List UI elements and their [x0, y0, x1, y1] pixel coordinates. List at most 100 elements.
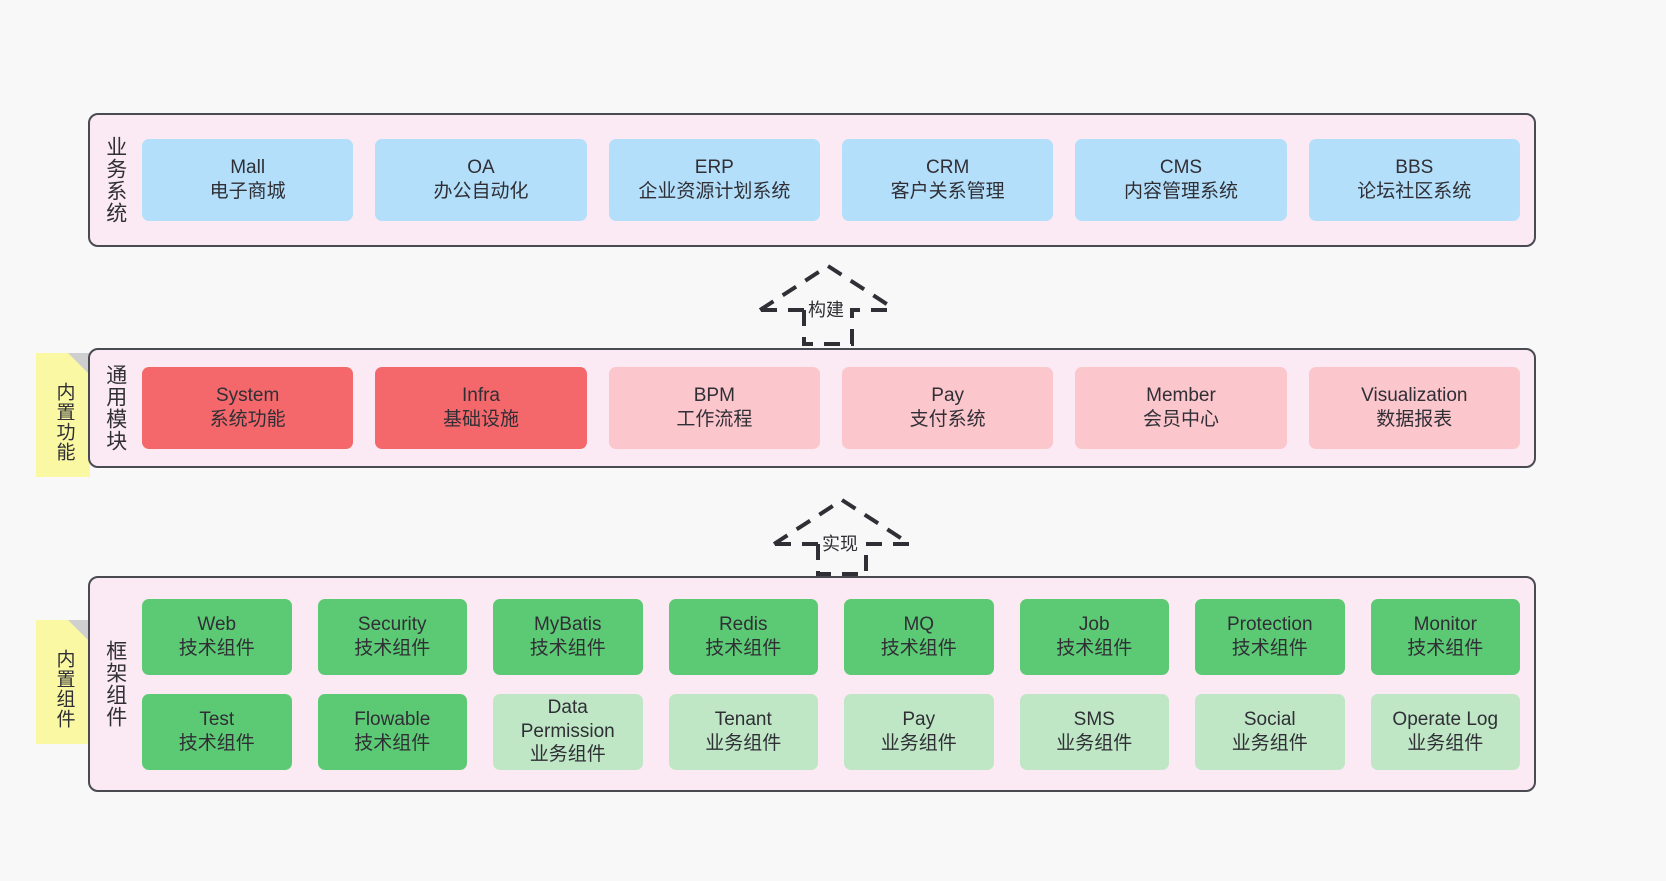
cell: Visualization 数据报表	[1308, 367, 1520, 449]
cell: CRM 客户关系管理	[841, 139, 1054, 221]
panel-label-common-modules: 通用模块	[103, 364, 127, 452]
box-crm[interactable]: CRM 客户关系管理	[841, 139, 1054, 221]
box-title-en: System	[215, 385, 280, 407]
box-title-cn: 业务组件	[529, 744, 606, 766]
box-title-en: Job	[1078, 613, 1110, 635]
cell: Operate Log 业务组件	[1370, 693, 1520, 770]
box-title-en: Data Permission	[520, 697, 615, 742]
box-title-cn: 基础设施	[442, 409, 519, 430]
box-test[interactable]: Test 技术组件	[142, 693, 292, 770]
box-bbs[interactable]: BBS 论坛社区系统	[1308, 139, 1520, 221]
box-title-cn: 业务组件	[1056, 732, 1133, 754]
box-member[interactable]: Member 会员中心	[1075, 367, 1287, 449]
box-title-cn: 技术组件	[1407, 637, 1484, 659]
box-title-en: BPM	[693, 385, 735, 407]
cell: MyBatis 技术组件	[493, 598, 643, 675]
note-builtin-function: 内置功能	[36, 353, 90, 477]
cell: BPM 工作流程	[608, 367, 820, 449]
box-title-cn: 技术组件	[354, 637, 431, 659]
connector-label-build: 构建	[808, 300, 844, 320]
box-mall[interactable]: Mall 电子商城	[142, 139, 354, 221]
box-title-cn: 业务组件	[880, 732, 957, 754]
box-mybatis[interactable]: MyBatis 技术组件	[493, 598, 643, 675]
box-redis[interactable]: Redis 技术组件	[668, 598, 818, 675]
box-title-en: Tenant	[714, 708, 772, 730]
panel-body-common-modules: System 系统功能 Infra 基础设施 BPM 工作流程	[140, 350, 1534, 466]
box-mq[interactable]: MQ 技术组件	[844, 598, 994, 675]
box-title-en: Visualization	[1361, 385, 1468, 407]
cell: ERP 企业资源计划系统	[608, 139, 820, 221]
box-title-cn: 数据报表	[1376, 409, 1453, 430]
connector-implement-arrow: 实现	[766, 492, 926, 576]
modules-row: System 系统功能 Infra 基础设施 BPM 工作流程	[142, 367, 1520, 449]
box-monitor[interactable]: Monitor 技术组件	[1370, 598, 1520, 675]
arrow-stem	[816, 542, 910, 576]
cell: Test 技术组件	[142, 693, 292, 770]
box-title-cn: 内容管理系统	[1123, 181, 1238, 202]
box-job[interactable]: Job 技术组件	[1019, 598, 1169, 675]
box-bpm[interactable]: BPM 工作流程	[608, 367, 820, 449]
box-title-en: SMS	[1073, 708, 1115, 730]
box-title-en: Operate Log	[1392, 708, 1499, 730]
box-protection[interactable]: Protection 技术组件	[1195, 598, 1345, 675]
cell: Data Permission 业务组件	[493, 693, 643, 770]
box-pay-module[interactable]: Pay 支付系统	[841, 367, 1054, 449]
box-title-en: CRM	[926, 157, 970, 179]
box-title-en: CMS	[1159, 157, 1203, 179]
box-infra[interactable]: Infra 基础设施	[375, 367, 587, 449]
box-pay-component[interactable]: Pay 业务组件	[844, 693, 994, 770]
box-title-cn: 技术组件	[1231, 637, 1308, 659]
cell: Monitor 技术组件	[1370, 598, 1520, 675]
box-title-en: Monitor	[1413, 613, 1477, 635]
box-security[interactable]: Security 技术组件	[317, 598, 467, 675]
box-title-en: ERP	[694, 157, 734, 179]
box-title-en: Test	[199, 708, 235, 730]
box-title-cn: 技术组件	[529, 637, 606, 659]
box-title-en: Mall	[230, 157, 266, 179]
box-title-cn: 电子商城	[209, 181, 286, 202]
box-sms[interactable]: SMS 业务组件	[1019, 693, 1169, 770]
framework-row-2: Test 技术组件 Flowable 技术组件 Data Permission …	[142, 693, 1520, 770]
box-title-en: Flowable	[354, 708, 431, 730]
box-title-cn: 办公自动化	[433, 181, 529, 202]
cell: MQ 技术组件	[844, 598, 994, 675]
arrow-stem	[802, 308, 896, 346]
box-system[interactable]: System 系统功能	[142, 367, 354, 449]
box-title-cn: 业务组件	[705, 732, 782, 754]
cell: Tenant 业务组件	[668, 693, 818, 770]
panel-body-business-systems: Mall 电子商城 OA 办公自动化 ERP 企业资源计划系统	[140, 115, 1534, 245]
box-tenant[interactable]: Tenant 业务组件	[668, 693, 818, 770]
box-title-cn: 技术组件	[354, 732, 431, 754]
box-cms[interactable]: CMS 内容管理系统	[1075, 139, 1287, 221]
panel-label-business-systems: 业务系统	[103, 136, 127, 224]
box-title-cn: 论坛社区系统	[1357, 181, 1472, 202]
panel-business-systems: 业务系统 Mall 电子商城 OA 办公自动化 ERP	[88, 113, 1536, 247]
box-web[interactable]: Web 技术组件	[142, 598, 292, 675]
box-title-en: Pay	[931, 385, 965, 407]
box-operate-log[interactable]: Operate Log 业务组件	[1370, 693, 1520, 770]
panel-common-modules: 通用模块 System 系统功能 Infra 基础设施	[88, 348, 1536, 468]
box-title-en: Redis	[718, 613, 768, 635]
box-title-cn: 业务组件	[1407, 732, 1484, 754]
box-flowable[interactable]: Flowable 技术组件	[317, 693, 467, 770]
cell: OA 办公自动化	[375, 139, 587, 221]
connector-build-arrow: 构建	[752, 258, 912, 346]
box-title-en: BBS	[1395, 157, 1434, 179]
cell: Redis 技术组件	[668, 598, 818, 675]
box-social[interactable]: Social 业务组件	[1195, 693, 1345, 770]
box-title-en: MyBatis	[533, 613, 602, 635]
box-title-cn: 技术组件	[880, 637, 957, 659]
box-title-en: MQ	[903, 613, 935, 635]
framework-row-1: Web 技术组件 Security 技术组件 MyBatis 技术组件	[142, 598, 1520, 675]
cell: Job 技术组件	[1019, 598, 1169, 675]
cell: CMS 内容管理系统	[1075, 139, 1287, 221]
panel-body-framework-components: Web 技术组件 Security 技术组件 MyBatis 技术组件	[140, 578, 1534, 790]
box-oa[interactable]: OA 办公自动化	[375, 139, 587, 221]
box-erp[interactable]: ERP 企业资源计划系统	[608, 139, 820, 221]
cell: Web 技术组件	[142, 598, 292, 675]
cell: Infra 基础设施	[375, 367, 587, 449]
cell: BBS 论坛社区系统	[1308, 139, 1520, 221]
box-data-permission[interactable]: Data Permission 业务组件	[493, 693, 643, 770]
box-visualization[interactable]: Visualization 数据报表	[1308, 367, 1520, 449]
box-title-cn: 会员中心	[1142, 409, 1219, 430]
